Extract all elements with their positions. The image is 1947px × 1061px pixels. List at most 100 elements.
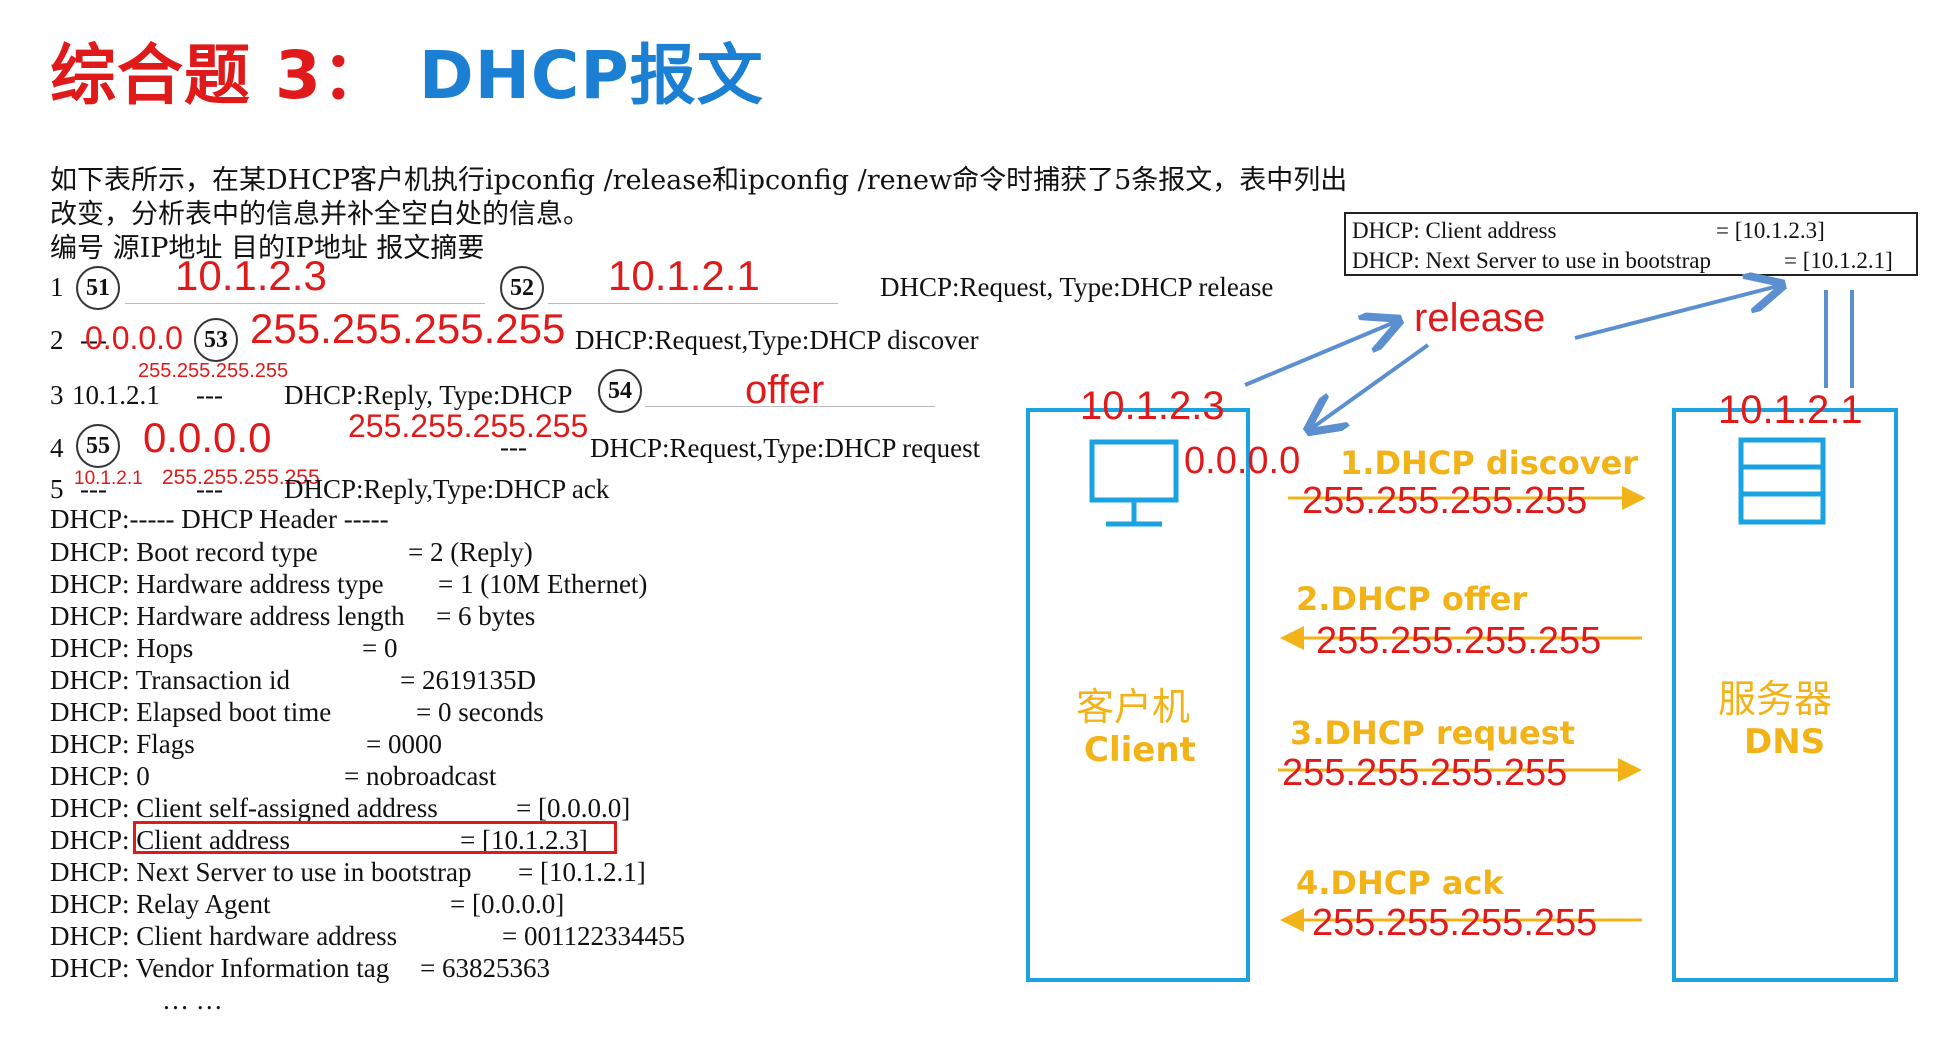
- row-4-number: 4: [50, 433, 64, 463]
- row-2-number: 2: [50, 325, 64, 355]
- detail-label: DHCP: Hops: [50, 633, 194, 663]
- answer-55: 0.0.0.0: [143, 414, 272, 461]
- ellipsis: … …: [162, 985, 223, 1015]
- row-3-summary: DHCP:Reply, Type:DHCP: [284, 380, 573, 410]
- row-1-summary: DHCP:Request, Type:DHCP release: [880, 272, 1274, 302]
- blank-line: [125, 303, 485, 304]
- detail-label: DHCP: Vendor Information tag: [50, 953, 390, 983]
- client-box: [1026, 408, 1250, 982]
- detail-label: DHCP: Flags: [50, 729, 195, 759]
- step-2-addr: 255.255.255.255: [1316, 620, 1602, 662]
- step-4-addr: 255.255.255.255: [1312, 902, 1598, 944]
- server-icon: [1738, 437, 1826, 525]
- answer-row-5-src: 10.1.2.1: [74, 468, 143, 489]
- row-3-number: 3: [50, 380, 64, 410]
- inset-label-1: DHCP: Client address: [1352, 218, 1557, 243]
- detail-value: = 001122334455: [502, 921, 685, 951]
- detail-label: DHCP: Next Server to use in bootstrap: [50, 857, 472, 887]
- inset-label-2: DHCP: Next Server to use in bootstrap: [1352, 248, 1712, 273]
- blank-line: [548, 303, 838, 304]
- table-header: 编号 源IP地址 目的IP地址 报文摘要: [50, 233, 485, 264]
- detail-value: = 2 (Reply): [408, 537, 533, 567]
- detail-label: DHCP: Client self-assigned address: [50, 793, 438, 823]
- answer-row-2-src: 0.0.0.0: [85, 320, 183, 356]
- blank-52: 52: [500, 266, 544, 310]
- client-ip: 10.1.2.3: [1080, 384, 1225, 428]
- row-3-dash: ---: [196, 380, 223, 410]
- server-label-cn: 服务器: [1718, 677, 1833, 721]
- detail-label: DHCP: Hardware address length: [50, 601, 405, 631]
- server-box: [1672, 408, 1898, 982]
- step-2-label: 2.DHCP offer: [1296, 580, 1528, 618]
- release-label: release: [1414, 296, 1546, 340]
- detail-label: DHCP: Elapsed boot time: [50, 697, 332, 727]
- detail-value: = 0 seconds: [416, 697, 544, 727]
- detail-value: = 63825363: [420, 953, 550, 983]
- row-3-src: 10.1.2.1: [72, 380, 160, 410]
- blank-54: 54: [598, 369, 642, 413]
- inset-row-1: DHCP: Client address = [10.1.2.3]: [1352, 216, 1910, 246]
- answer-row-4-dst: 255.255.255.255: [348, 408, 589, 444]
- row-5-summary: DHCP:Reply,Type:DHCP ack: [284, 474, 610, 504]
- answer-54: offer: [745, 368, 825, 412]
- detail-label: DHCP: Hardware address type: [50, 569, 384, 599]
- client-zero-ip: 0.0.0.0: [1184, 440, 1301, 482]
- intro-line-1: 如下表所示，在某DHCP客户机执行ipconfig /release和ipcon…: [50, 165, 1348, 196]
- inset-row-2: DHCP: Next Server to use in bootstrap = …: [1352, 246, 1910, 276]
- detail-label: DHCP: Client address: [50, 825, 290, 855]
- detail-value: = [10.1.2.3]: [460, 825, 588, 855]
- step-3-addr: 255.255.255.255: [1282, 752, 1568, 794]
- inset-value-1: = [10.1.2.3]: [1716, 218, 1825, 243]
- server-ip: 10.1.2.1: [1718, 388, 1863, 432]
- detail-value: = 6 bytes: [436, 601, 536, 631]
- detail-line: DHCP:----- DHCP Header -----: [50, 504, 389, 534]
- detail-value: = [0.0.0.0]: [516, 793, 631, 823]
- client-label-cn: 客户机: [1076, 685, 1191, 729]
- detail-value: = 2619135D: [400, 665, 536, 695]
- blank-55: 55: [76, 424, 120, 468]
- row-2-summary: DHCP:Request,Type:DHCP discover: [575, 325, 979, 355]
- title-main: 综合题 3：: [50, 37, 389, 114]
- blank-line: [645, 406, 935, 407]
- server-label-en: DNS: [1744, 722, 1826, 762]
- inset-value-2: = [10.1.2.1]: [1784, 248, 1893, 273]
- detail-value: = nobroadcast: [344, 761, 497, 791]
- answer-row-5-dst: 255.255.255.255: [162, 466, 320, 489]
- blank-51: 51: [76, 266, 120, 310]
- client-label-en: Client: [1084, 730, 1196, 770]
- answer-row-3-dst: 255.255.255.255: [138, 360, 289, 382]
- detail-value: = 1 (10M Ethernet): [438, 569, 648, 599]
- detail-label: DHCP: Transaction id: [50, 665, 291, 695]
- answer-51: 10.1.2.3: [175, 252, 327, 299]
- step-4-label: 4.DHCP ack: [1296, 864, 1504, 902]
- row-5-dash-2: ---: [196, 474, 223, 504]
- step-1-addr: 255.255.255.255: [1302, 480, 1588, 522]
- monitor-icon: [1089, 439, 1179, 527]
- blank-53: 53: [194, 318, 238, 362]
- step-1-label: 1.DHCP discover: [1340, 444, 1639, 482]
- detail-value: = 0: [362, 633, 398, 663]
- title-sub: DHCP报文: [418, 37, 764, 114]
- detail-value: = [10.1.2.1]: [518, 857, 646, 887]
- row-5-number: 5: [50, 474, 64, 504]
- detail-label: DHCP: Boot record type: [50, 537, 318, 567]
- detail-value: = 0000: [366, 729, 442, 759]
- step-3-label: 3.DHCP request: [1290, 714, 1576, 752]
- detail-label: DHCP: 0: [50, 761, 150, 791]
- page-title: 综合题 3： DHCP报文: [50, 22, 764, 118]
- intro-line-2: 改变，分析表中的信息并补全空白处的信息。: [50, 199, 590, 230]
- detail-label: DHCP: Relay Agent: [50, 889, 271, 919]
- detail-value: = [0.0.0.0]: [450, 889, 565, 919]
- detail-label: DHCP: Client hardware address: [50, 921, 398, 951]
- row-2-dash: ---: [80, 325, 107, 355]
- inset-box: DHCP: Client address = [10.1.2.3] DHCP: …: [1344, 212, 1918, 276]
- highlight-box: [133, 821, 617, 854]
- answer-53: 255.255.255.255: [250, 305, 566, 352]
- row-4-dash: ---: [500, 432, 527, 462]
- row-5-dash-1: ---: [80, 474, 107, 504]
- answer-52: 10.1.2.1: [608, 252, 760, 299]
- row-1-number: 1: [50, 272, 64, 302]
- row-4-summary: DHCP:Request,Type:DHCP request: [590, 433, 981, 463]
